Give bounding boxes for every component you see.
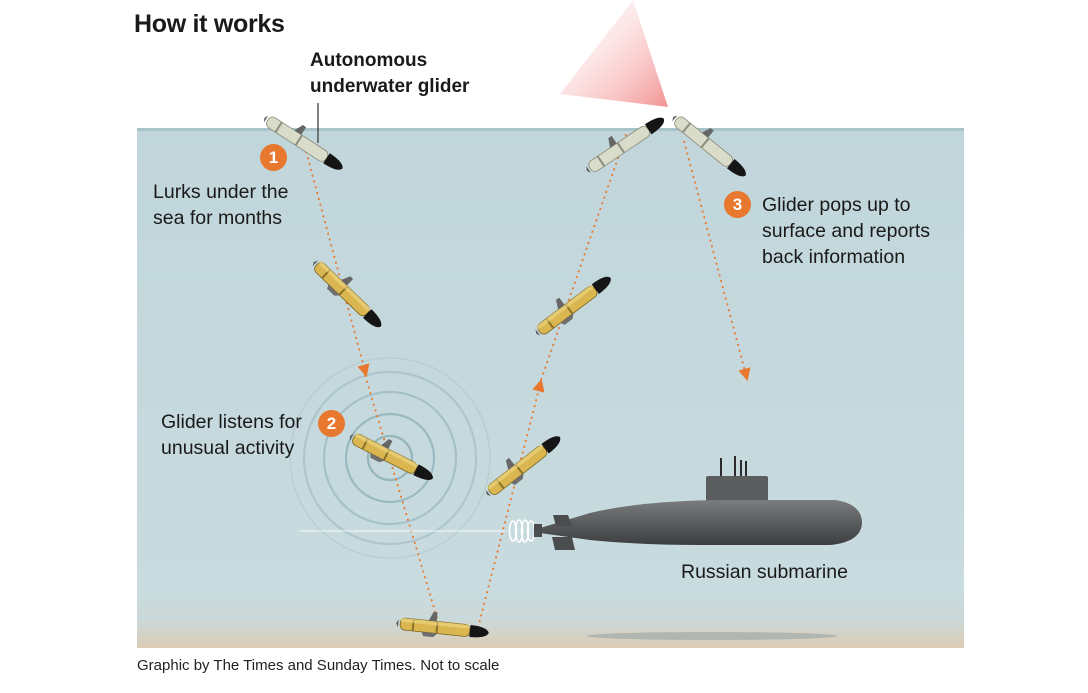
step-1-label: Lurks under the sea for months [153,179,289,231]
step-1-line-2: sea for months [153,207,282,229]
step-3-line-2: surface and reports [762,220,931,242]
step-3-badge: 3 [724,191,751,218]
step-2-label: Glider listens for unusual activity [161,409,302,461]
glider-label-line-2: underwater glider [310,76,470,97]
step-2-line-1: Glider listens for [161,411,302,433]
sonar-rings [289,357,491,559]
sea-surface [137,128,964,131]
step-1-badge: 1 [260,144,287,171]
step-3-line-3: back information [762,246,906,268]
page-title: How it works [134,10,285,38]
step-3-label: Glider pops up to surface and reports ba… [762,192,930,270]
step-1-line-1: Lurks under the [153,181,289,203]
submarine-icon [300,456,862,640]
glider-label-line-1: Autonomous [310,50,428,71]
step-3-line-1: Glider pops up to [762,194,911,216]
glider-path [302,131,751,629]
glider-label: Autonomous underwater glider [310,48,510,100]
submarine-label: Russian submarine [681,561,848,583]
seabed [137,615,964,648]
signal-beam [560,0,668,107]
credit-line: Graphic by The Times and Sunday Times. N… [137,657,500,674]
sea-water [137,128,964,648]
step-2-badge: 2 [318,410,345,437]
step-2-line-2: unusual activity [161,437,295,459]
